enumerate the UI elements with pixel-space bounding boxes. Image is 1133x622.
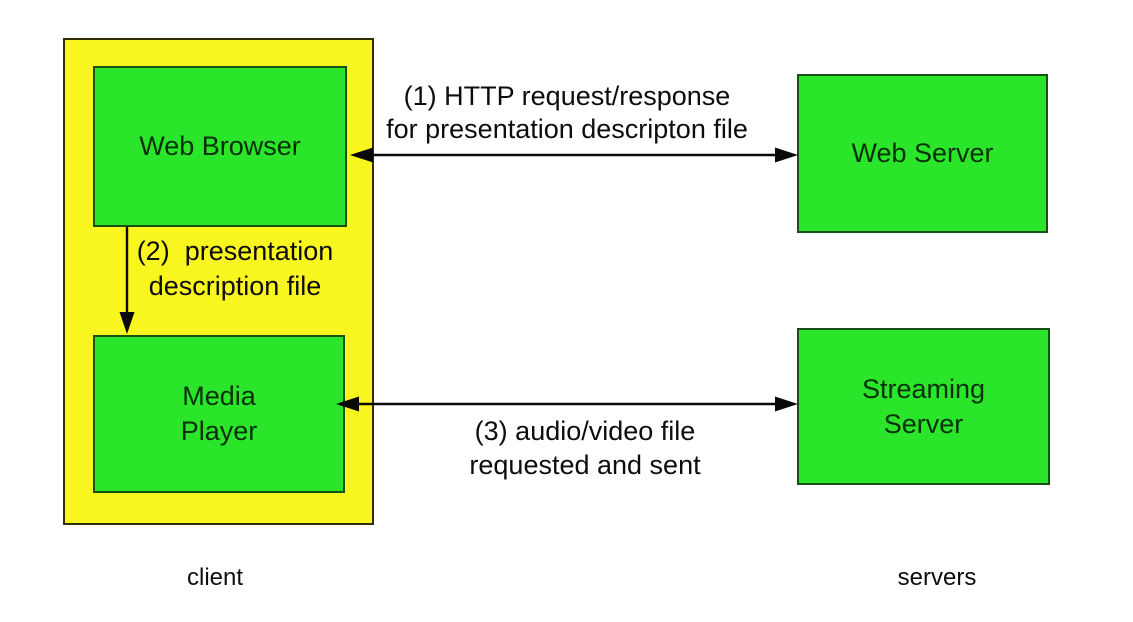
media-file-arrow <box>336 396 798 412</box>
media-player-label-line1: Media <box>182 381 256 411</box>
web-browser-label: Web Browser <box>139 131 301 161</box>
web-browser-box: Web Browser <box>93 66 347 227</box>
streaming-server-label-line2: Server <box>883 408 964 439</box>
http-request-arrow <box>350 147 798 163</box>
step2-label-line2: description file <box>148 271 322 301</box>
step3-label: (3) audio/video file requested and sent <box>385 414 785 482</box>
media-player-box: Media Player <box>93 335 345 493</box>
web-server-box: Web Server <box>797 74 1048 233</box>
step1-label-line2: for presentation descripton file <box>386 114 748 144</box>
streaming-server-box: Streaming Server <box>797 328 1050 485</box>
step3-label-line2: requested and sent <box>469 450 701 480</box>
step2-label: (2) presentation description file <box>121 234 349 304</box>
streaming-server-label-line1: Streaming <box>861 373 986 404</box>
step2-label-line1: (2) presentation <box>136 236 334 266</box>
client-label: client <box>186 564 244 591</box>
servers-label: servers <box>897 564 977 591</box>
web-server-label: Web Server <box>851 138 994 168</box>
step1-label-line1: (1) HTTP request/response <box>403 81 731 111</box>
step1-label: (1) HTTP request/response for presentati… <box>367 80 767 146</box>
step3-label-line1: (3) audio/video file <box>474 416 696 446</box>
media-player-label-line2: Player <box>180 416 258 446</box>
